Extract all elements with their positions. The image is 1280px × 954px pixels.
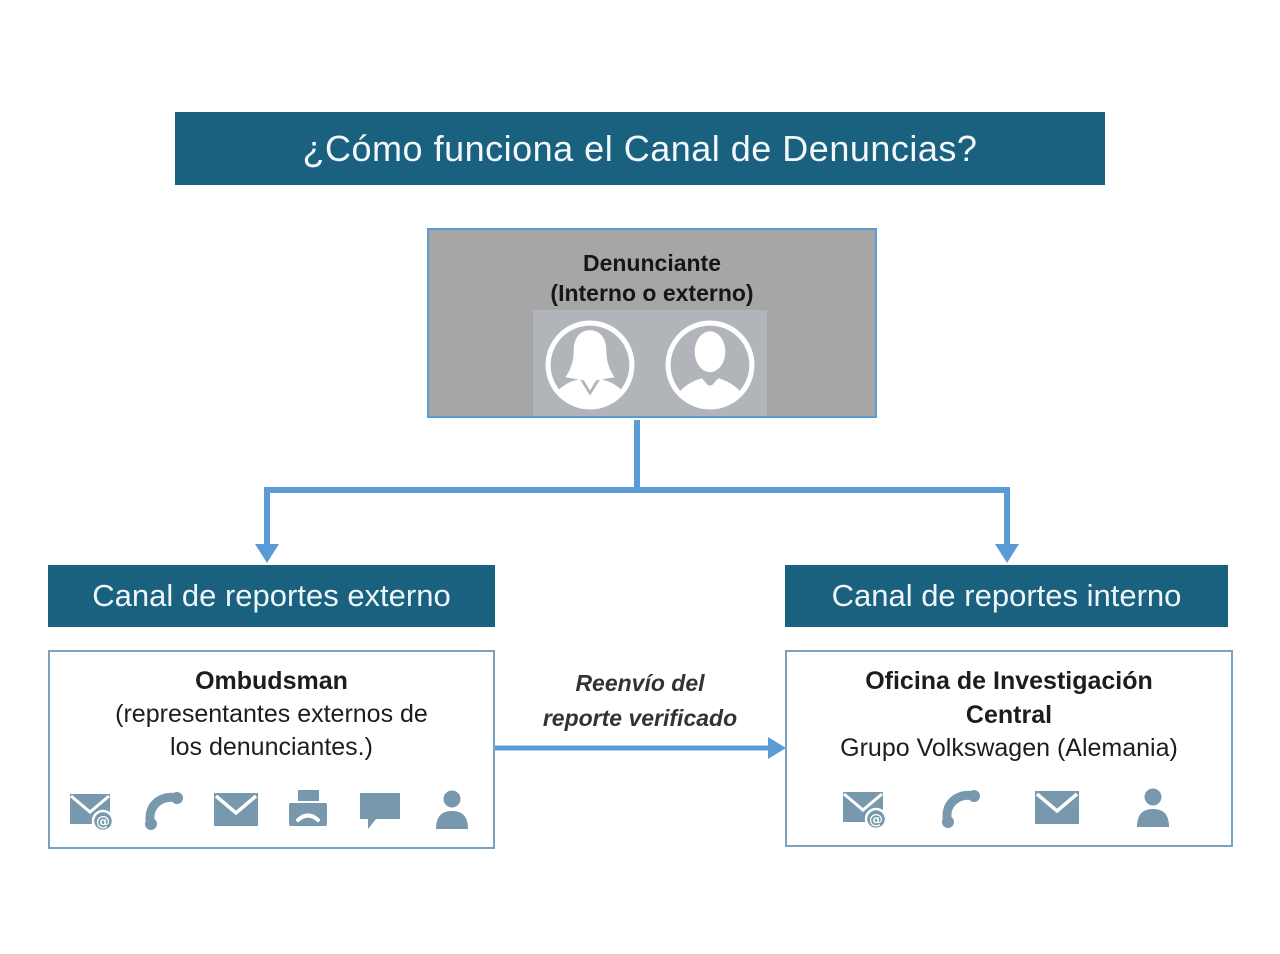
transfer-label-line2: reporte verificado: [542, 705, 738, 731]
phone-icon: [144, 792, 183, 830]
diagram-title: ¿Cómo funciona el Canal de Denuncias?: [175, 112, 1105, 185]
ombudsman-line1: (representantes externos de: [115, 700, 428, 728]
diagram-title-text: ¿Cómo funciona el Canal de Denuncias?: [302, 127, 978, 169]
female-avatar-icon: [545, 320, 635, 410]
avatar-group: [533, 310, 767, 416]
envelope-icon: [1035, 791, 1079, 824]
denunciante-subtitle: (Interno o externo): [550, 280, 754, 306]
svg-text:@: @: [96, 814, 110, 830]
phone-icon: [942, 790, 980, 828]
person-icon: [1137, 788, 1169, 827]
email-at-icon: @: [843, 792, 888, 831]
connector-arrowheads: [255, 544, 1019, 563]
transfer-label: Reenvío del reporte verificado: [500, 666, 780, 736]
email-at-icon: @: [69, 794, 114, 833]
connector-lines: [264, 420, 1010, 545]
male-avatar-icon: [665, 320, 755, 410]
external-channel-header-text: Canal de reportes externo: [92, 578, 451, 613]
external-channel-header: Canal de reportes externo: [48, 565, 495, 627]
denunciante-title: Denunciante: [582, 250, 722, 276]
ombudsman-box: Ombudsman (representantes externos de lo…: [48, 650, 495, 849]
ombudsman-contact-icons: @: [50, 787, 493, 833]
investigation-subtitle: Grupo Volkswagen (Alemania): [840, 734, 1178, 762]
envelope-icon: [213, 793, 258, 826]
transfer-arrow: [495, 737, 786, 759]
investigation-title-line1: Oficina de Investigación: [865, 667, 1153, 695]
investigation-contact-icons: @: [787, 785, 1231, 831]
fax-icon: [288, 790, 327, 826]
central-investigation-box: Oficina de Investigación Central Grupo V…: [785, 650, 1233, 847]
chat-icon: [359, 793, 400, 829]
transfer-label-line1: Reenvío del: [575, 670, 705, 696]
person-icon: [435, 790, 468, 829]
svg-text:@: @: [869, 812, 883, 828]
ombudsman-line2: los denunciantes.): [170, 733, 373, 761]
internal-channel-header: Canal de reportes interno: [785, 565, 1228, 627]
denunciante-box: Denunciante (Interno o externo): [427, 228, 877, 418]
ombudsman-title: Ombudsman: [195, 667, 348, 695]
internal-channel-header-text: Canal de reportes interno: [831, 578, 1182, 613]
investigation-title-line2: Central: [965, 701, 1053, 729]
